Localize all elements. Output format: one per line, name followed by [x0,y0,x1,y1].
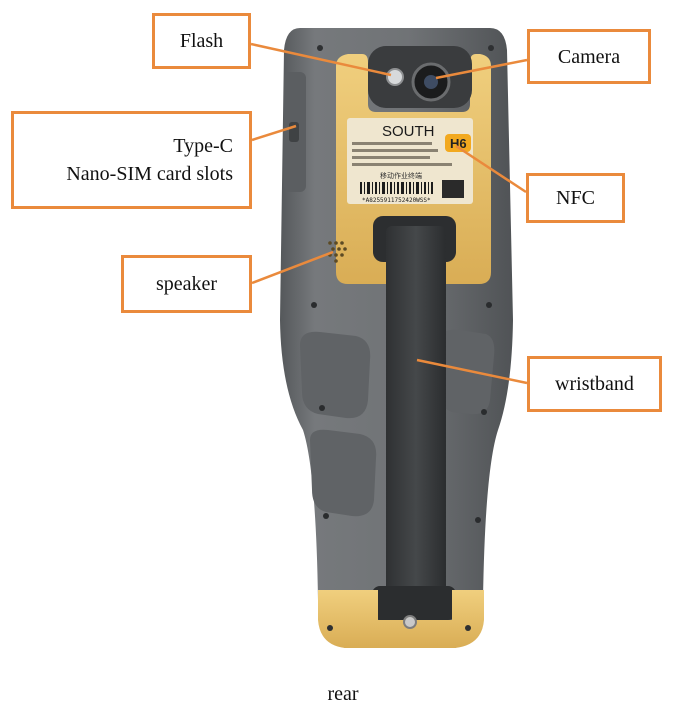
camera-callout: Camera [527,29,651,84]
leader-camera [435,58,528,80]
nano-sim-label: Nano-SIM card slots [66,163,233,185]
leader-flash [250,42,392,77]
type-c-port [289,122,299,142]
wristband-buckle [372,586,456,620]
flash-callout: Flash [152,13,251,69]
model-badge [445,134,471,152]
screw [317,45,323,51]
speaker-label: speaker [155,273,218,295]
speaker-grille [328,241,347,263]
wristband-label: wristband [555,373,634,395]
camera-label: Camera [557,45,621,68]
screw [488,45,494,51]
leader-lines [250,42,528,385]
leader-speaker [251,250,334,285]
figure-caption: rear [327,683,359,705]
type-c-sim-callout: Type-C Nano-SIM card slots [11,111,252,209]
screw [327,625,333,631]
info-sticker [347,118,473,204]
qr-code [442,180,464,198]
wristband-callout: wristband [527,356,662,412]
serial-number: *A8255911752420WSS* [362,197,431,204]
barcode [360,182,433,194]
leader-nfc [455,144,527,194]
camera-lens-inner [424,75,438,89]
leader-typec [251,124,297,142]
side-screws [311,302,492,523]
flash-label: Flash [179,30,224,52]
grip-pad [300,331,371,419]
flash-lens [386,68,404,86]
speaker-callout: speaker [121,255,252,313]
nfc-callout: NFC [526,173,625,223]
sticker-label: 移动作业终端 [380,171,422,180]
bottom-panel [318,590,484,648]
grip-pad [310,429,377,517]
sticker-text-lines [352,142,452,166]
brand-logo: SOUTH [382,123,435,140]
leader-wristband [416,358,528,385]
nfc-label: NFC [556,187,595,209]
model-text: H6 [450,136,467,151]
bottom-screw [403,615,417,629]
screw [465,625,471,631]
type-c-label: Type-C [173,135,233,157]
wristband-strap [386,226,446,610]
grip-pad [440,329,495,415]
